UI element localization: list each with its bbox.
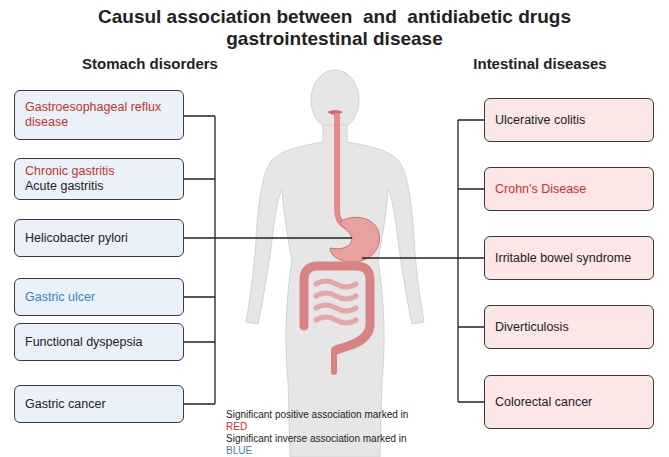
section-heading: Stomach disorders — [80, 58, 220, 70]
disease-box: Diverticulosis — [484, 305, 654, 349]
disease-name: Crohn's Disease — [495, 182, 643, 197]
disease-name: Gastric ulcer — [25, 290, 173, 305]
legend-color-word: RED — [226, 421, 266, 433]
disease-name: Colorectal cancer — [495, 395, 643, 410]
disease-name: Gastric cancer — [25, 397, 173, 412]
legend-note: Significant positive association marked … — [226, 409, 456, 421]
disease-name: Irritable bowel syndrome — [495, 251, 643, 266]
disease-name: Gastroesophageal reflux disease — [25, 100, 173, 130]
disease-name: Functional dyspepsia — [25, 335, 173, 350]
disease-name: Helicobacter pylori — [25, 231, 173, 246]
disease-box: Gastric cancer — [14, 385, 184, 423]
disease-box: Helicobacter pylori — [14, 219, 184, 257]
disease-box: Irritable bowel syndrome — [484, 236, 654, 280]
disease-box: Chronic gastritisAcute gastritis — [14, 158, 184, 200]
section-heading: Intestinal diseases — [470, 58, 610, 70]
disease-name: Chronic gastritis — [25, 164, 173, 179]
title: Causul association between and antidiabe… — [60, 6, 609, 50]
disease-box: Colorectal cancer — [484, 375, 654, 429]
disease-name: Acute gastritis — [25, 179, 173, 194]
disease-name: Ulcerative colitis — [495, 113, 643, 128]
disease-box: Gastroesophageal reflux disease — [14, 90, 184, 140]
disease-box: Crohn's Disease — [484, 167, 654, 211]
legend-color-word: BLUE — [226, 445, 266, 457]
disease-name: Diverticulosis — [495, 320, 643, 335]
legend-note: Significant inverse association marked i… — [226, 433, 456, 445]
disease-box: Functional dyspepsia — [14, 323, 184, 361]
disease-box: Gastric ulcer — [14, 278, 184, 316]
disease-box: Ulcerative colitis — [484, 98, 654, 142]
